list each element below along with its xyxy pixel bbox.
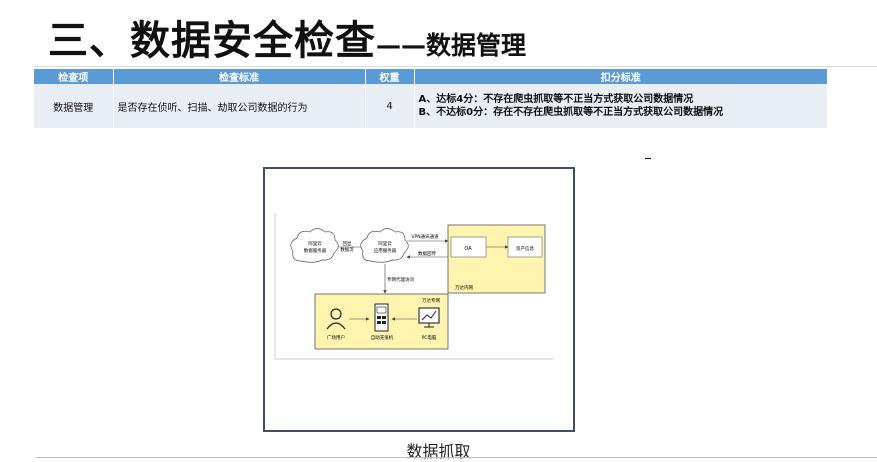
table-row: 数据管理 是否存在侦听、扫描、劫取公司数据的行为 4 A、达标4分：不存在爬虫抓… bbox=[34, 84, 827, 128]
cell-check-item: 数据管理 bbox=[34, 84, 114, 128]
wanda-intranet-label: 万达内网 bbox=[455, 284, 473, 291]
proxy-label: 专网代理访问 bbox=[387, 276, 414, 283]
header-check-standard: 检查标准 bbox=[113, 69, 366, 84]
cell-deduction-standard: A、达标4分：不存在爬虫抓取等不正当方式获取公司数据情况 B、不达标0分：存在不… bbox=[414, 84, 827, 128]
sync-label: 数据回传 bbox=[418, 250, 436, 257]
pc-label: PC电脑 bbox=[422, 334, 437, 341]
header-deduction-standard: 扣分标准 bbox=[414, 69, 827, 84]
link1-line1: 回显 bbox=[343, 241, 352, 247]
score-option-b: B、不达标0分：存在不存在爬虫抓取等不正当方式获取公司数据情况 bbox=[418, 107, 724, 118]
cloud-data-server: 阿里云 数据服务器 bbox=[290, 228, 339, 263]
figure-caption: 数据抓取 bbox=[406, 442, 471, 461]
cloud1-line1: 阿里云 bbox=[308, 240, 322, 247]
kiosk-icon bbox=[374, 303, 389, 332]
cell-weight: 4 bbox=[365, 84, 415, 128]
pc-icon bbox=[418, 307, 440, 328]
cloud2-line1: 阿里云 bbox=[378, 240, 392, 247]
vpn-label: VPN通讯通道 bbox=[411, 233, 439, 240]
asset-label: 资产信息 bbox=[516, 245, 534, 252]
title-divider bbox=[34, 66, 877, 67]
cloud2-line2: 应用服务器 bbox=[374, 247, 397, 254]
network-diagram: OA 资产信息 万达内网 阿里云 数据服务器 回显 数据流 阿里云 应用服务器 … bbox=[274, 213, 553, 360]
header-weight: 权重 bbox=[365, 69, 415, 84]
user-icon bbox=[326, 308, 346, 330]
inspection-table: 检查项 检查标准 权重 扣分标准 数据管理 是否存在侦听、扫描、劫取公司数据的行… bbox=[34, 69, 827, 128]
oa-label: OA bbox=[464, 246, 472, 252]
header-check-item: 检查项 bbox=[34, 69, 114, 84]
cell-check-standard: 是否存在侦听、扫描、劫取公司数据的行为 bbox=[113, 84, 366, 128]
wanda-intranet-box bbox=[447, 224, 546, 294]
page-title-sub: ——数据管理 bbox=[376, 31, 527, 60]
text-cursor-mark bbox=[645, 158, 651, 159]
cloud-app-server: 阿里云 应用服务器 bbox=[360, 228, 409, 263]
kiosk-label: 自助充值机 bbox=[371, 334, 394, 341]
page-title-main: 三、数据安全检查 bbox=[48, 18, 376, 64]
user-label: 广场用户 bbox=[327, 334, 345, 341]
page-title: 三、数据安全检查——数据管理 bbox=[48, 8, 526, 66]
table-header-row: 检查项 检查标准 权重 扣分标准 bbox=[34, 69, 827, 84]
wanda-private-label: 万达专网 bbox=[422, 297, 440, 304]
diagram-frame: OA 资产信息 万达内网 阿里云 数据服务器 回显 数据流 阿里云 应用服务器 … bbox=[263, 167, 575, 432]
link1-line2: 数据流 bbox=[340, 246, 354, 253]
cloud1-line2: 数据服务器 bbox=[304, 247, 327, 254]
score-option-a: A、达标4分：不存在爬虫抓取等不正当方式获取公司数据情况 bbox=[418, 94, 694, 105]
